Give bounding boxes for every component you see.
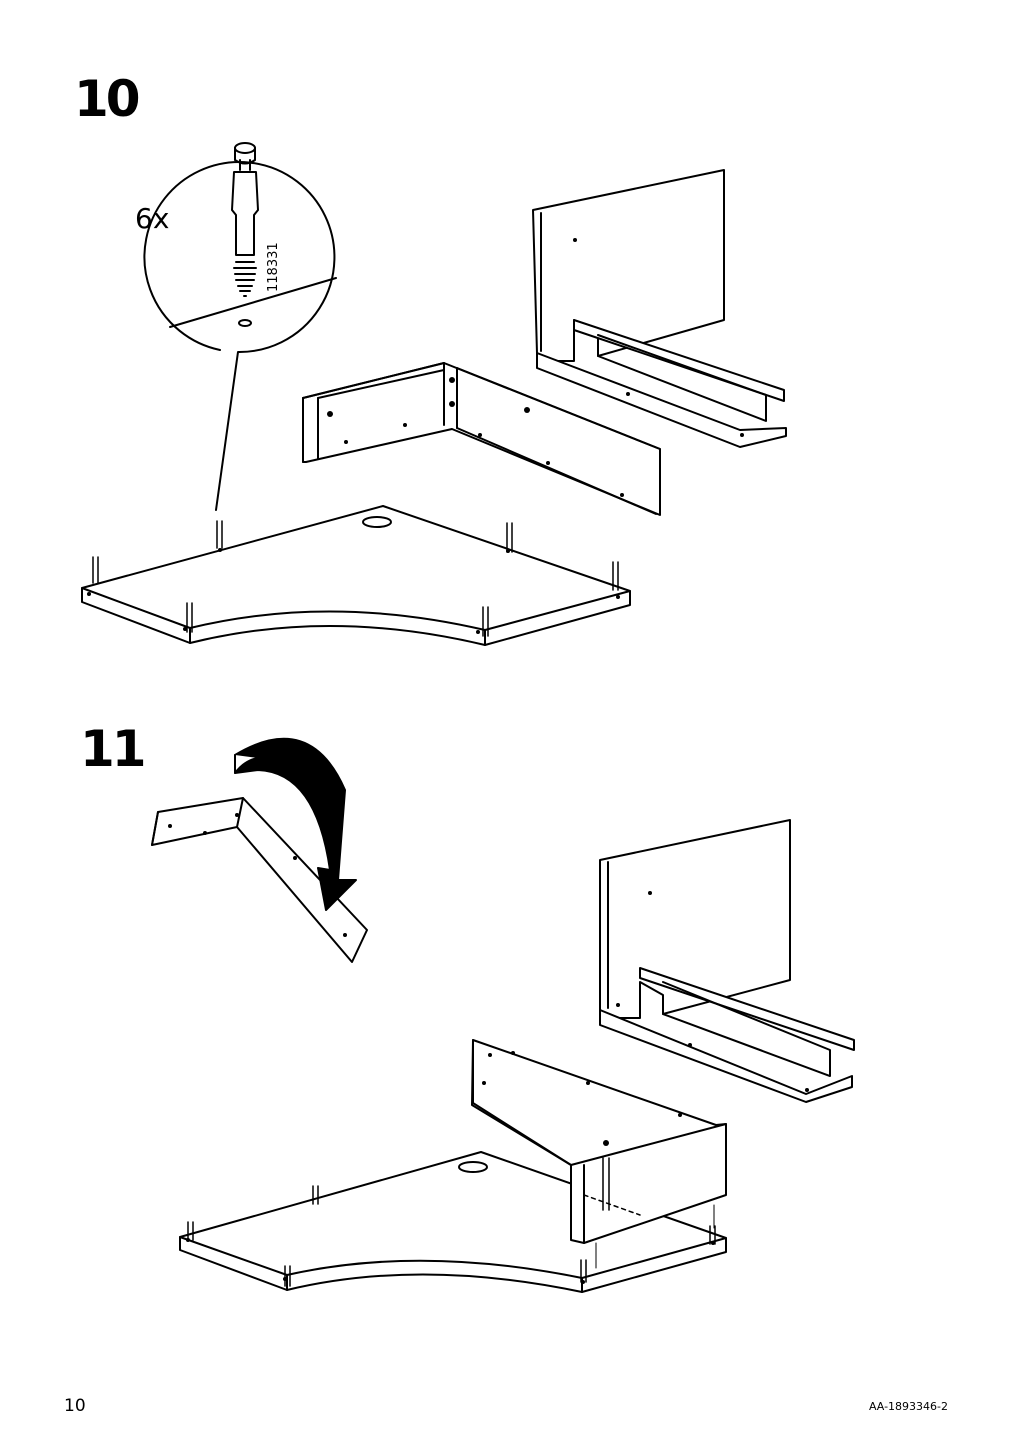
- side-rail: [471, 1039, 727, 1269]
- step-number-11: 11: [80, 720, 147, 778]
- desktop-panel: [179, 1151, 727, 1293]
- page-number: 10: [64, 1396, 86, 1416]
- back-panel: [532, 169, 787, 448]
- step-number-10: 10: [74, 70, 141, 128]
- dowel-callout: 6x 118331: [135, 142, 337, 511]
- flipping-rail: [151, 797, 368, 963]
- quantity-label: 6x: [135, 202, 169, 235]
- dowel-icon: [187, 1185, 716, 1287]
- back-panel: [599, 819, 855, 1103]
- dowel-icon: [92, 520, 619, 637]
- rotate-arrow-icon: [234, 737, 357, 911]
- document-code: AA-1893346-2: [868, 1400, 948, 1413]
- desktop-panel: [81, 505, 631, 646]
- dowel-icon: [231, 142, 259, 327]
- side-rail: [302, 362, 661, 516]
- part-number-label: 118331: [266, 242, 281, 292]
